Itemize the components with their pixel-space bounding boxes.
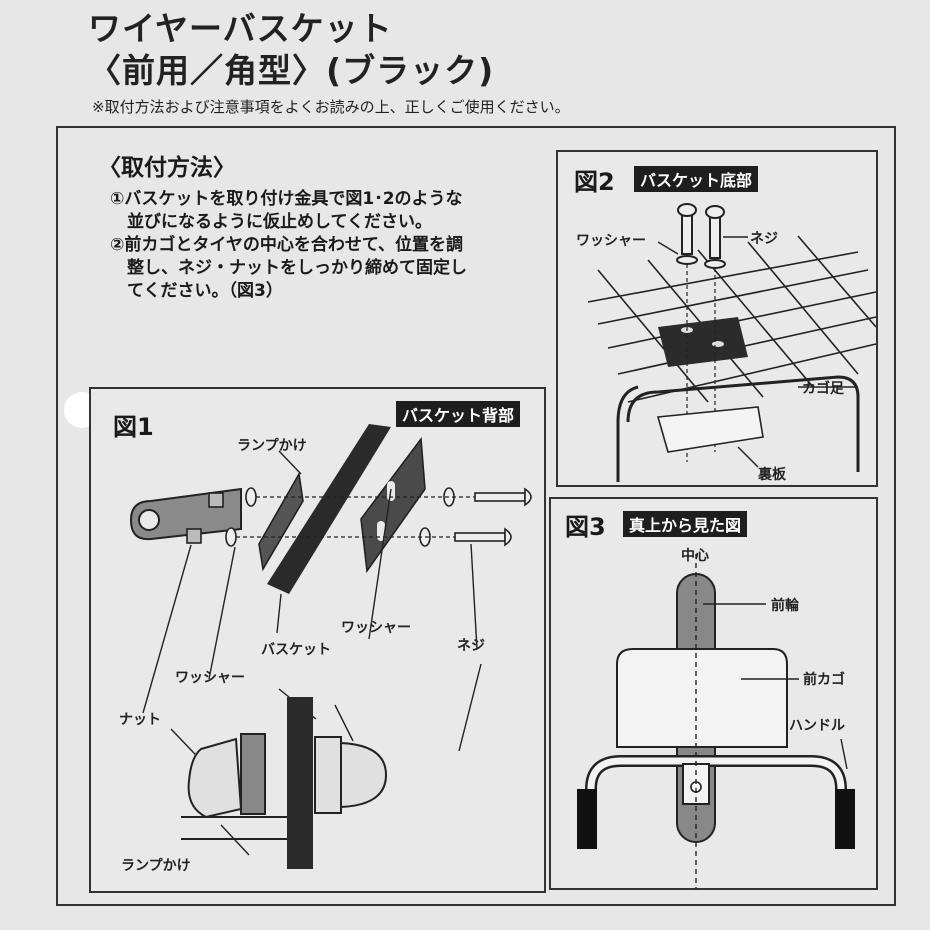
fig2-label-leg: カゴ足: [802, 381, 844, 397]
title-line-1: ワイヤーバスケット: [88, 9, 393, 48]
fig1-label-basket: バスケット: [261, 642, 331, 658]
basket-bar: [267, 424, 391, 594]
step-line: ①バスケットを取り付け金具で図1･2のような: [110, 189, 463, 209]
caution-note: ※取付方法および注意事項をよくお読みの上、正しくご使用ください。: [92, 98, 570, 116]
back-plate-pointer: [737, 446, 759, 468]
basket-closeup: [287, 697, 313, 869]
figure-3-diagram: [577, 554, 855, 889]
step-line: 整し、ネジ・ナットをしっかり締めて固定し: [110, 258, 467, 278]
handle-bar-inner: [587, 757, 845, 790]
content-frame: [56, 126, 896, 906]
back-plate: [656, 406, 764, 453]
fig1-label-nut: ナット: [119, 712, 161, 728]
assembly-lines: [236, 496, 475, 538]
washers-left: [225, 487, 257, 547]
figure-3-label: 図3: [565, 513, 606, 541]
steps-list: ①バスケットを取り付け金具で図1･2のような 並びになるように仮止めしてください…: [110, 188, 560, 303]
fig2-label-back-plate: 裏板: [758, 467, 786, 483]
figure-3-tag: 真上から見た図: [623, 511, 748, 537]
fig1-label-washer-left: ワッシャー: [175, 670, 245, 686]
basket-grid: [587, 235, 877, 403]
figure-2-tag: バスケット底部: [634, 166, 759, 192]
fig1-label-screw: ネジ: [457, 638, 485, 654]
fig1-label-washer-right: ワッシャー: [341, 620, 411, 636]
right-grip: [835, 789, 855, 849]
figure-1-diagram: [129, 424, 532, 869]
screw-head-closeup: [340, 741, 388, 809]
front-basket-shape: [616, 648, 788, 748]
basket-leg: [626, 375, 860, 472]
nuts: [186, 492, 224, 544]
fig2-label-washer: ワッシャー: [576, 233, 646, 249]
fig3-label-handle: ハンドル: [789, 718, 845, 734]
fig3-label-front-wheel: 前輪: [771, 598, 799, 614]
fig1-label-lamp-top: ランプかけ: [237, 438, 307, 454]
figure-1-tag: バスケット背部: [396, 401, 521, 427]
title-line-2: 〈前用／角型〉(ブラック): [88, 51, 495, 90]
fig1-label-lamp-bottom: ランプかけ: [121, 858, 191, 874]
washer-closeup: [240, 733, 266, 815]
figure-3-panel: 図3 真上から見た図 中心 前輪 前カゴ ハンドル: [549, 497, 878, 890]
plate-slot: [377, 521, 385, 541]
screws: [676, 203, 726, 269]
method-heading: 〈取付方法〉: [98, 155, 236, 181]
plate-hole: [712, 341, 724, 347]
washer-plate: [658, 317, 748, 367]
back-plate: [360, 436, 426, 574]
figure-2-panel: 図2 バスケット底部 ワッシャー ネジ カゴ足 裏板: [556, 150, 878, 487]
figure-1-label: 図1: [113, 413, 154, 441]
fig3-label-center: 中心: [681, 548, 709, 564]
handle-pointer: [840, 738, 848, 770]
left-grip: [577, 789, 597, 849]
step-line: ②前カゴとタイヤの中心を合わせて、位置を調: [110, 235, 464, 255]
fig3-label-front-basket: 前カゴ: [803, 672, 845, 688]
fig2-label-screw: ネジ: [750, 231, 778, 247]
figure-1-panel: 図1 バスケット背部 ランプかけ バスケット ワッシャー ネジ ワッシャー ナッ…: [89, 387, 546, 893]
step-line: てください。（図3）: [110, 281, 283, 301]
washer-closeup-right: [314, 736, 342, 814]
figure-2-diagram: [587, 203, 877, 482]
figure-2-label: 図2: [574, 168, 615, 196]
nut-closeup: [187, 737, 243, 819]
bracket-hole: [138, 509, 160, 531]
step-line: 並びになるように仮止めしてください。: [110, 212, 432, 232]
washer-pointer: [657, 241, 679, 255]
product-title: ワイヤーバスケット 〈前用／角型〉(ブラック): [88, 8, 494, 92]
basket-leg-left: [616, 385, 639, 482]
